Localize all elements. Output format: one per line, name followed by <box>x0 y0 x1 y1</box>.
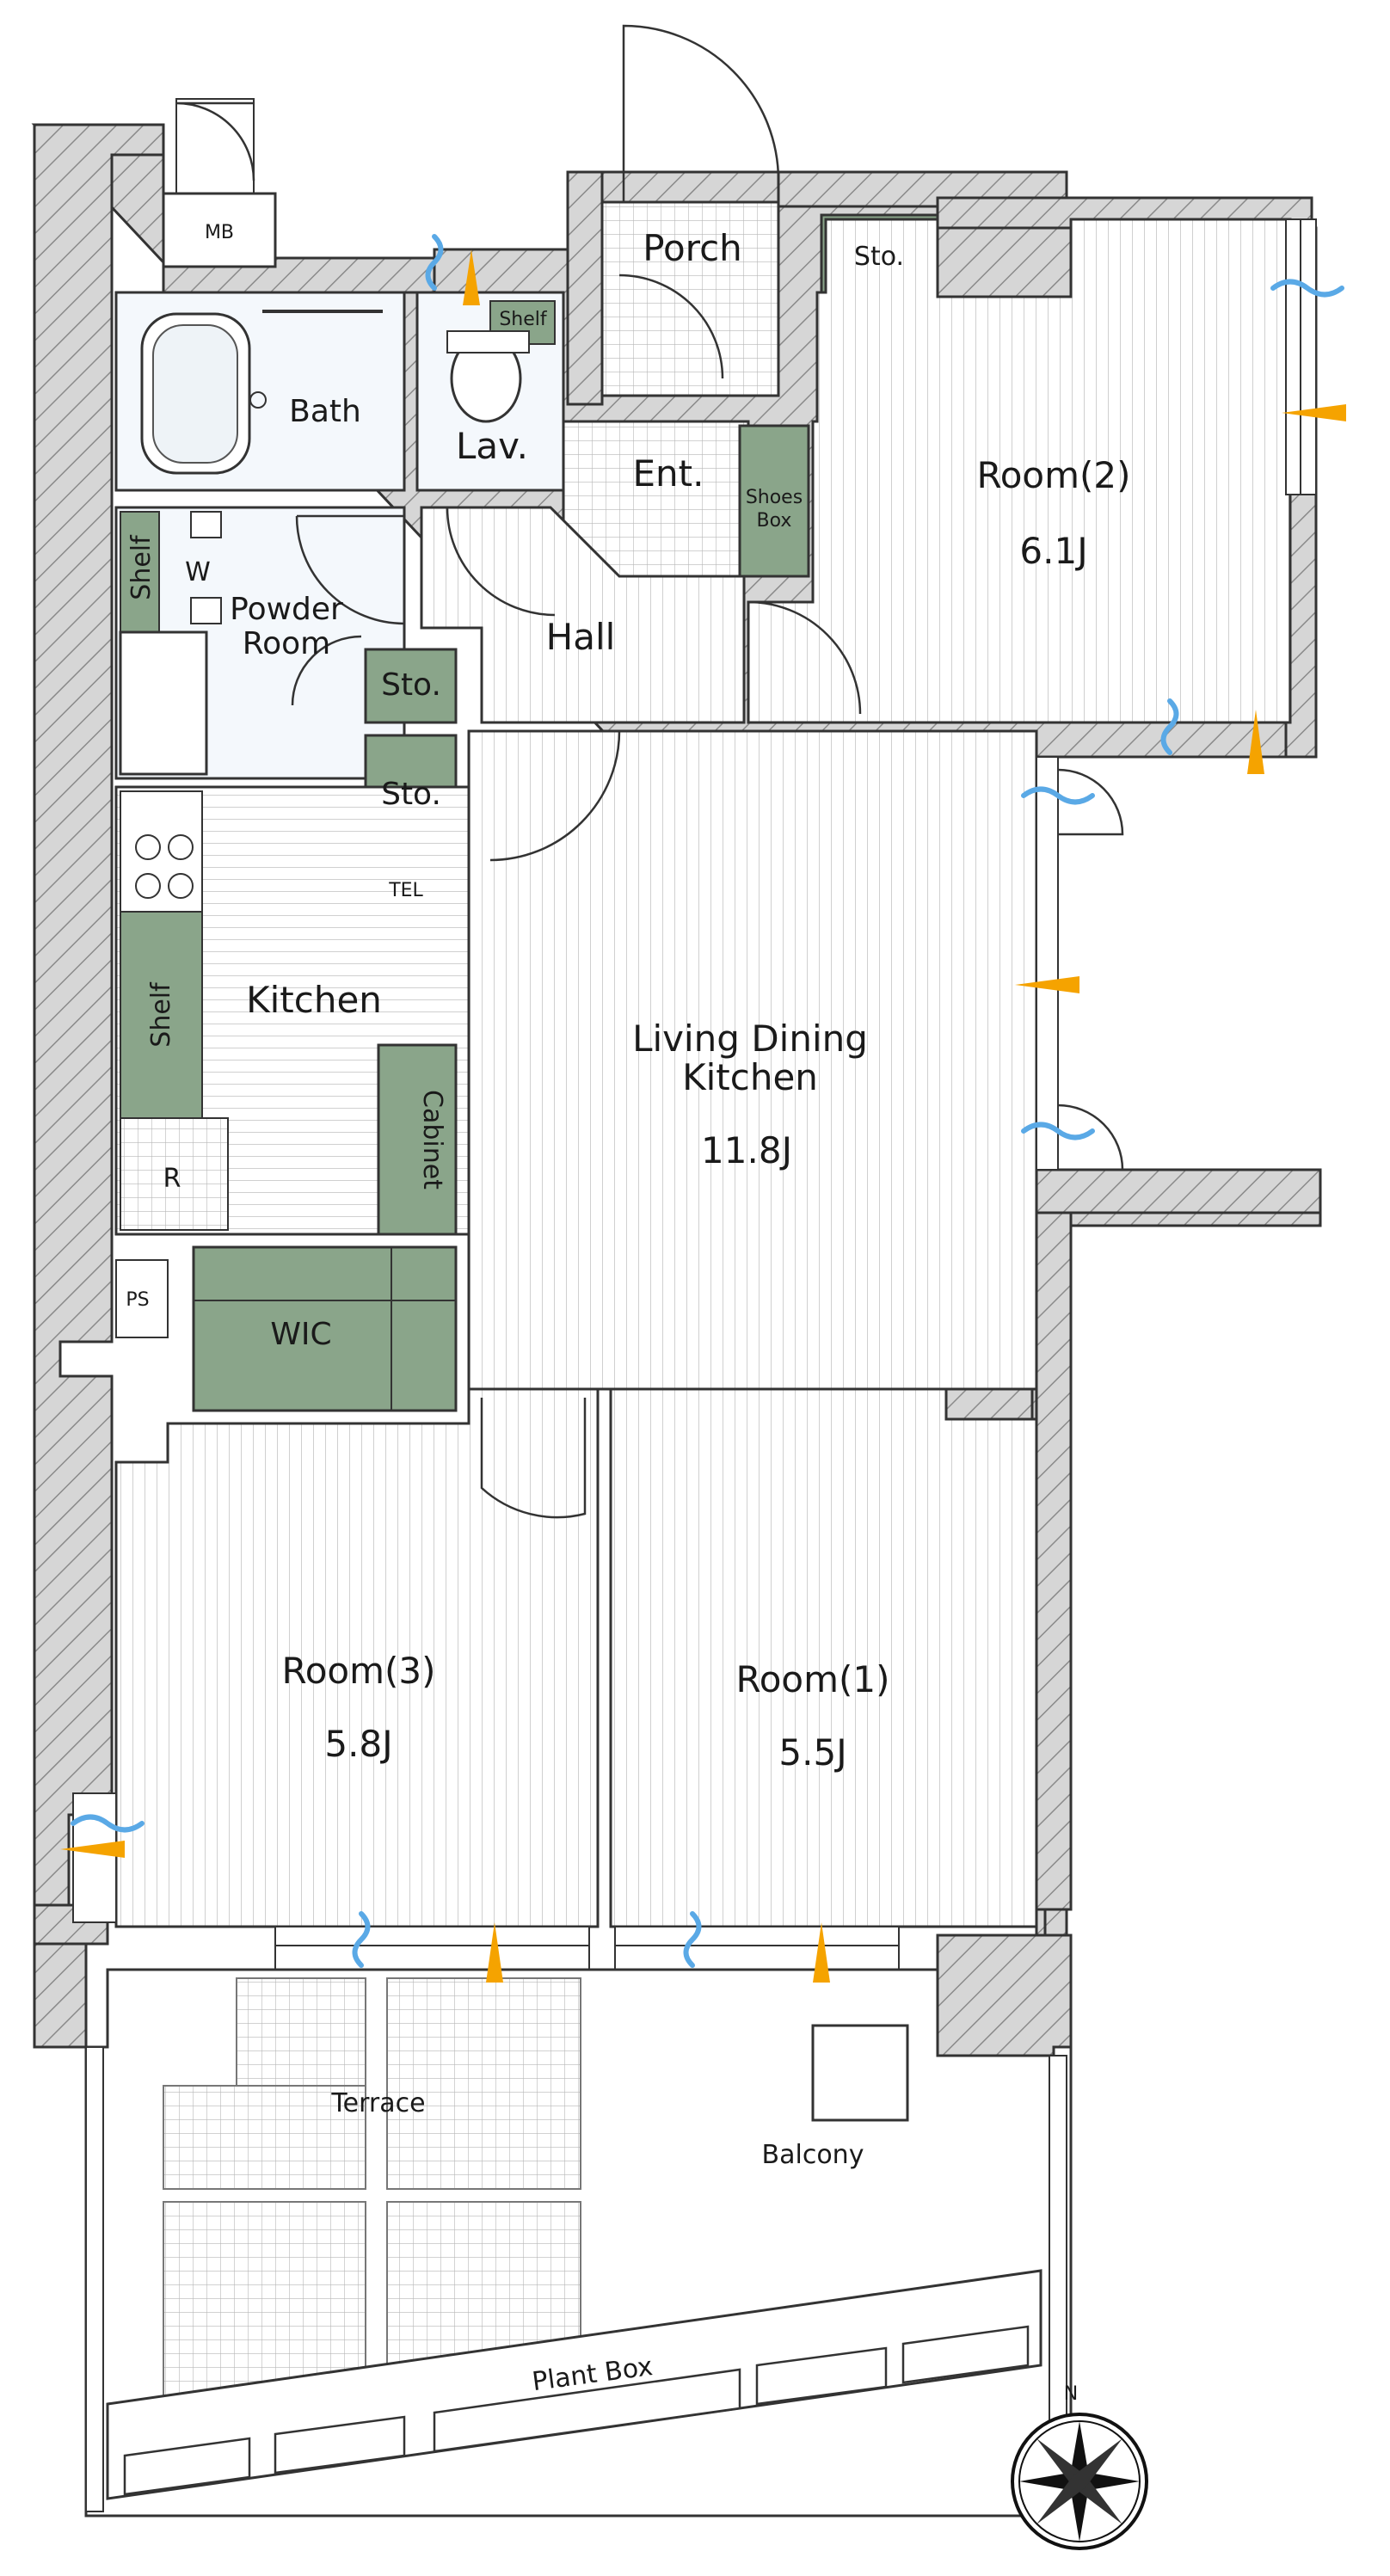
terrace-tile <box>163 2085 366 2190</box>
wic <box>192 1245 458 1412</box>
room2-name: Room(2) <box>976 454 1130 496</box>
living-dining-kitchen <box>467 729 1038 1391</box>
terrace-tile <box>163 2201 366 2396</box>
compass-icon <box>1011 2413 1148 2550</box>
ldk-label-2: Kitchen <box>682 1056 818 1098</box>
mb-label: MB <box>205 222 234 243</box>
room2-size: 6.1J <box>1019 530 1087 572</box>
drain <box>811 2024 909 2122</box>
bath-label: Bath <box>289 394 361 429</box>
supply-arrows <box>60 249 1346 1983</box>
lav-label: Lav. <box>456 425 528 467</box>
powder-label-2: Room <box>243 626 331 661</box>
shelf-kitchen-label: Shelf <box>146 981 176 1048</box>
storage-kitchen-label: Sto. <box>381 777 441 812</box>
balcony-label: Balcony <box>762 2140 864 2170</box>
ldk-size: 11.8J <box>701 1129 792 1171</box>
w-label: W <box>185 557 211 587</box>
kitchen-label: Kitchen <box>246 979 382 1021</box>
storage-hall <box>364 648 458 724</box>
room1-name: Room(1) <box>735 1658 889 1700</box>
room1-size: 5.5J <box>778 1731 846 1774</box>
entrance-label: Ent. <box>633 452 704 495</box>
powder-label-1: Powder <box>230 592 343 627</box>
room3-name: Room(3) <box>281 1650 435 1692</box>
shoes-box-label-2: Box <box>757 510 792 532</box>
ps-box <box>115 1259 169 1338</box>
hall-label: Hall <box>546 616 616 658</box>
ps-label: PS <box>126 1289 149 1311</box>
porch-area <box>600 200 780 397</box>
room3-size: 5.8J <box>324 1723 392 1765</box>
tel-label: TEL <box>388 880 423 901</box>
hall <box>420 506 746 724</box>
shoes-box <box>738 424 810 578</box>
compass-north-label: N <box>1064 2383 1078 2405</box>
storage-top-label: Sto. <box>854 242 904 272</box>
shelf-lav-label: Shelf <box>499 309 548 330</box>
exhaust-arrows <box>71 234 1344 1968</box>
room-3 <box>114 1387 600 1928</box>
wic-label: WIC <box>270 1317 331 1352</box>
storage-hall-label: Sto. <box>381 667 441 703</box>
shelf-powder-label: Shelf <box>126 534 157 600</box>
terrace-tile <box>236 1977 366 2087</box>
cabinet-label: Cabinet <box>417 1090 447 1190</box>
cabinet <box>377 1043 458 1236</box>
shoes-box-label-1: Shoes <box>746 487 803 508</box>
ldk-label-1: Living Dining <box>632 1017 868 1060</box>
porch-label: Porch <box>643 227 742 269</box>
terrace-label: Terrace <box>330 2088 425 2118</box>
r-label: R <box>163 1164 181 1194</box>
terrace-tile <box>386 1977 581 2190</box>
mb-box <box>162 192 277 268</box>
